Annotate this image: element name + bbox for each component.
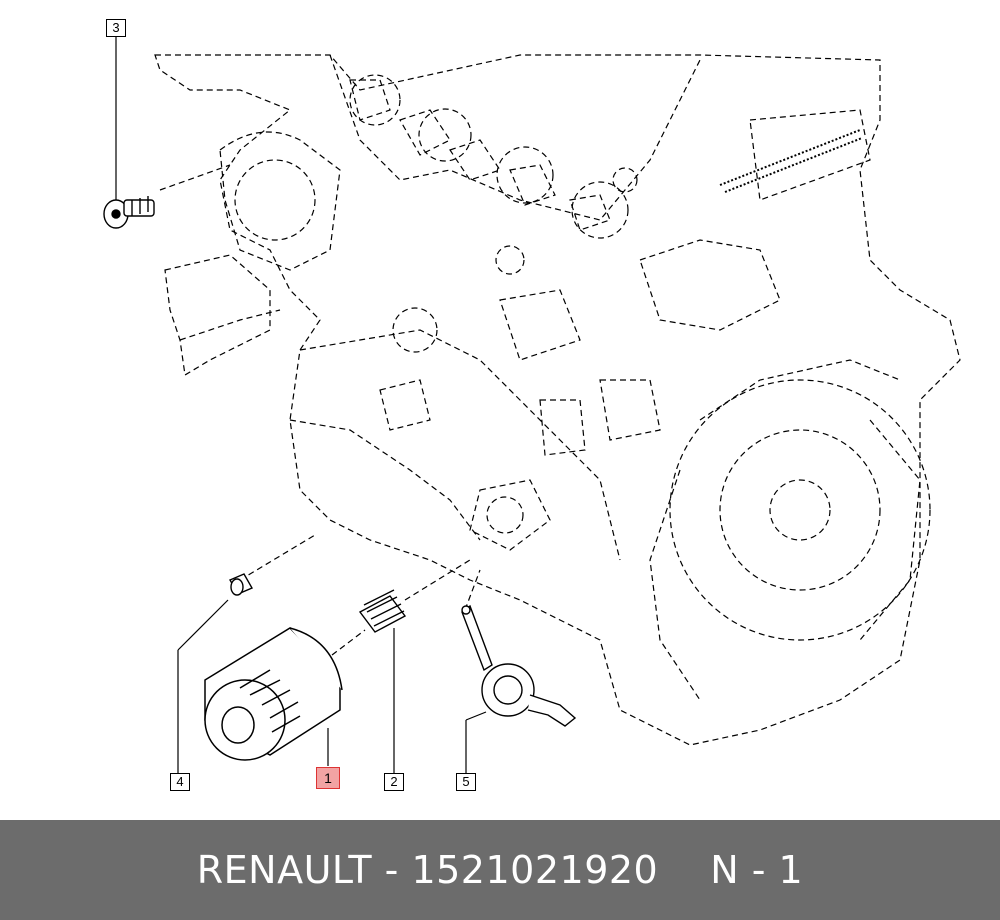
engine-drawing bbox=[103, 34, 961, 776]
part-2-adapter bbox=[358, 589, 407, 633]
part-3-bolt bbox=[103, 196, 155, 229]
part-4-plug bbox=[229, 573, 253, 596]
reference-number: N - 1 bbox=[710, 848, 804, 892]
engine-block-outline bbox=[154, 54, 961, 746]
leader-lines bbox=[115, 34, 487, 776]
separator: - bbox=[372, 848, 412, 892]
callout-5: 5 bbox=[456, 773, 476, 791]
part-number: 1521021920 bbox=[411, 848, 659, 892]
callout-3: 3 bbox=[106, 19, 126, 37]
part-5-oil-cooler bbox=[461, 604, 577, 727]
part-1-oil-filter bbox=[204, 627, 343, 761]
callout-1: 1 bbox=[316, 767, 340, 789]
part-footer-bar: RENAULT - 1521021920 N - 1 bbox=[0, 820, 1000, 920]
callout-2: 2 bbox=[384, 773, 404, 791]
callout-4: 4 bbox=[170, 773, 190, 791]
belt-teeth bbox=[719, 129, 863, 193]
exploded-parts-diagram: 3 4 1 2 5 bbox=[103, 19, 961, 791]
brand-name: RENAULT bbox=[196, 848, 373, 892]
